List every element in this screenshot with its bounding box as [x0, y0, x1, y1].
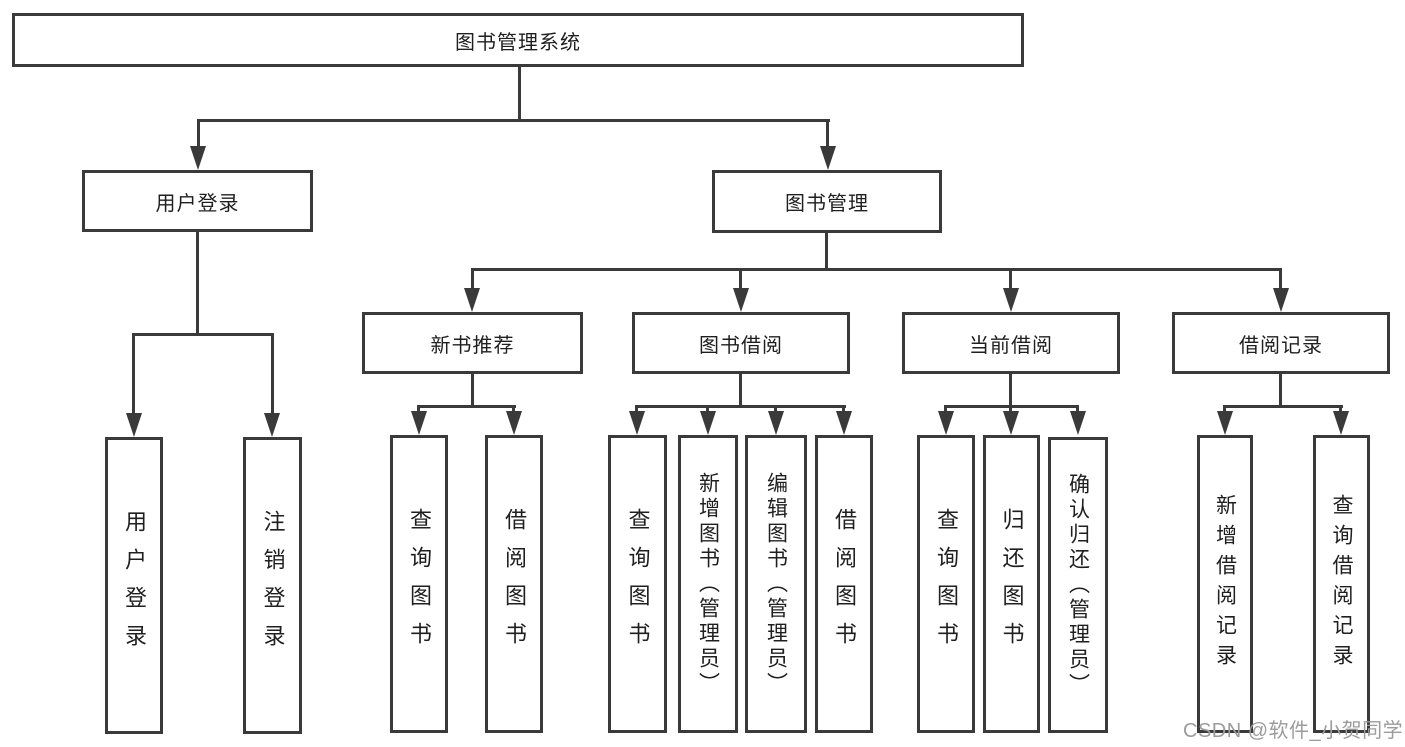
node-library-management-system: 图书管理系统 — [12, 13, 1024, 67]
connector-leaf-stem — [132, 333, 135, 415]
leaf-query-books: 查询图书 — [917, 435, 975, 733]
node-label: 新增图书（管理员） — [696, 471, 720, 697]
arrow-down-icon — [836, 411, 852, 435]
node-user-login: 用户登录 — [82, 170, 313, 232]
leaf-borrow-books: 借阅图书 — [815, 435, 873, 733]
leaf-return-books: 归还图书 — [983, 435, 1040, 733]
connector-branch-stem — [739, 268, 742, 292]
node-label: 图书借阅 — [699, 334, 783, 357]
arrow-down-icon — [190, 146, 206, 170]
node-label: 图书管理 — [785, 193, 869, 215]
connector-book-mgmt-stem — [826, 119, 829, 149]
arrow-down-icon — [733, 288, 749, 312]
connector-leaf-stem — [512, 405, 515, 414]
connector-branch-stem — [1279, 268, 1282, 292]
arrow-down-icon — [1070, 411, 1086, 435]
arrow-down-icon — [629, 411, 645, 435]
node-label: 确认归还（管理员） — [1066, 472, 1090, 698]
node-label: 借阅记录 — [1239, 334, 1323, 357]
node-book-borrow: 图书借阅 — [632, 312, 850, 374]
connector-leaf-stem — [706, 405, 709, 414]
leaf-edit-books-admin: 编辑图书（管理员） — [745, 435, 807, 733]
arrow-down-icon — [938, 411, 954, 435]
connector-branch-stem — [471, 268, 474, 292]
leaf-user-login: 用户登录 — [105, 437, 163, 734]
connector-leaf-stem — [417, 405, 420, 414]
leaf-borrow-books: 借阅图书 — [485, 435, 543, 733]
node-label: 借阅图书 — [502, 508, 527, 660]
leaf-confirm-return-admin: 确认归还（管理员） — [1048, 437, 1108, 733]
node-label: 查询图书 — [934, 508, 959, 660]
node-borrow-record: 借阅记录 — [1172, 312, 1390, 374]
node-label: 查询借阅记录 — [1330, 494, 1353, 674]
connector-leaf-stem — [842, 405, 845, 414]
connector-leaf-stem — [635, 405, 638, 414]
node-label: 查询图书 — [407, 508, 432, 660]
connector-user-login-down — [196, 232, 199, 335]
node-label: 新书推荐 — [430, 334, 515, 357]
arrow-down-icon — [768, 411, 784, 435]
node-label: 新增借阅记录 — [1213, 494, 1237, 674]
connector-leaf-stem — [774, 405, 777, 414]
connector-new-book-branch — [418, 405, 516, 408]
connector-root-stem — [518, 67, 521, 120]
connector-book-borrow-branch — [636, 405, 846, 408]
arrow-down-icon — [1217, 411, 1233, 435]
arrow-down-icon — [506, 411, 522, 435]
connector-branch-stem — [1009, 268, 1012, 292]
connector-leaf-stem — [944, 405, 947, 414]
arrow-down-icon — [1003, 288, 1019, 312]
node-label: 当前借阅 — [969, 334, 1053, 357]
node-current-borrow: 当前借阅 — [902, 312, 1120, 374]
leaf-add-borrow-record: 新增借阅记录 — [1197, 435, 1253, 733]
leaf-query-books: 查询图书 — [390, 435, 448, 733]
node-label: 归还图书 — [999, 508, 1025, 660]
arrow-down-icon — [264, 413, 280, 437]
arrow-down-icon — [700, 411, 716, 435]
connector-leaf-stem — [1009, 405, 1012, 414]
arrow-down-icon — [1333, 411, 1349, 435]
node-label: 用户登录 — [155, 192, 240, 215]
connector-leaf-stem — [1339, 405, 1342, 414]
connector-root-branch — [197, 119, 830, 122]
node-label: 借阅图书 — [832, 508, 857, 660]
connector-book-mgmt-down — [825, 233, 828, 270]
connector-leaf-stem — [1223, 405, 1226, 414]
connector-user-login-branch — [132, 333, 274, 336]
leaf-query-books: 查询图书 — [608, 435, 667, 733]
connector-book-mgmt-branch — [471, 268, 1282, 271]
connector-user-login-stem — [197, 119, 200, 149]
connector-borrow-record-branch — [1224, 405, 1343, 408]
node-new-book-recommend: 新书推荐 — [362, 312, 583, 374]
connector-new-book-down — [471, 374, 474, 407]
connector-leaf-stem — [271, 333, 274, 415]
connector-leaf-stem — [1076, 405, 1079, 414]
node-label: 查询图书 — [625, 508, 651, 660]
node-label: 注销登录 — [260, 509, 286, 662]
connector-current-borrow-down — [1009, 374, 1012, 407]
arrow-down-icon — [411, 411, 427, 435]
connector-borrow-record-down — [1279, 374, 1282, 407]
csdn-watermark: CSDN @软件_小贺同学 — [1183, 720, 1404, 742]
arrow-down-icon — [464, 288, 480, 312]
arrow-down-icon — [820, 146, 836, 170]
leaf-query-borrow-record: 查询借阅记录 — [1313, 435, 1370, 733]
node-label: 图书管理系统 — [455, 31, 581, 54]
arrow-down-icon — [126, 413, 142, 437]
leaf-logout: 注销登录 — [243, 437, 302, 734]
connector-book-borrow-down — [739, 374, 742, 407]
arrow-down-icon — [1003, 411, 1019, 435]
node-book-management: 图书管理 — [712, 170, 942, 233]
arrow-down-icon — [1273, 288, 1289, 312]
node-label: 用户登录 — [122, 509, 147, 662]
connector-current-borrow-branch — [945, 405, 1079, 408]
leaf-add-books-admin: 新增图书（管理员） — [678, 435, 738, 733]
node-label: 编辑图书（管理员） — [764, 471, 788, 697]
